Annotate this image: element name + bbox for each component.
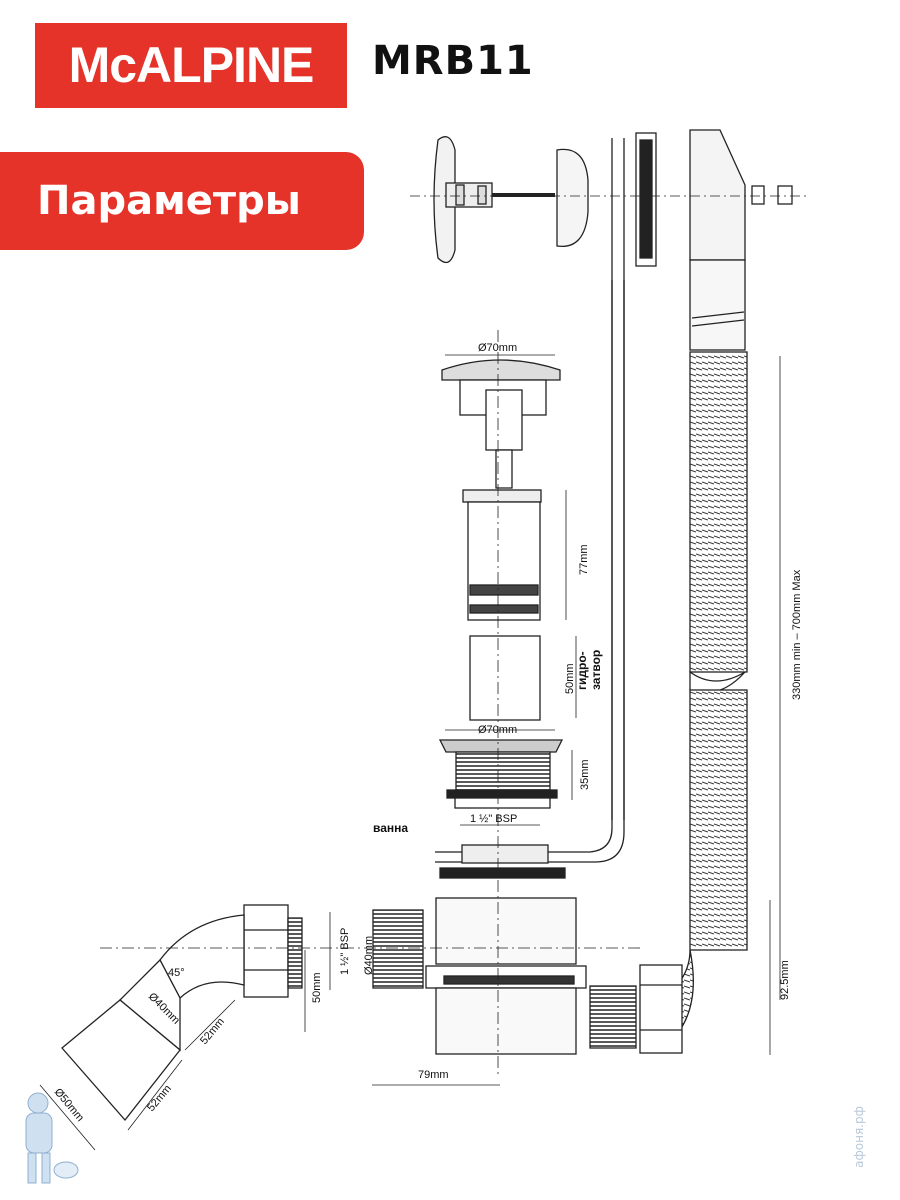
section-title: Параметры bbox=[37, 178, 301, 224]
label-trap-offset: 79mm bbox=[418, 1069, 449, 1081]
label-cap-diameter: Ø70mm bbox=[478, 342, 517, 354]
label-outlet-drop: 50mm bbox=[311, 972, 323, 1003]
label-trap-2: затвор bbox=[589, 650, 603, 690]
label-bath: ванна bbox=[373, 821, 408, 835]
trap-body bbox=[372, 897, 683, 1055]
label-outlet-height: 92.5mm bbox=[779, 960, 791, 1000]
waste-body bbox=[438, 739, 566, 879]
label-trap-height: 50mm bbox=[564, 663, 576, 694]
label-angle: 45° bbox=[168, 967, 185, 979]
label-waste-diameter: Ø70mm bbox=[478, 724, 517, 736]
elbow-pipe bbox=[61, 904, 303, 1122]
trap-sleeve bbox=[469, 635, 541, 721]
watermark: афоня.рф bbox=[852, 1090, 886, 1190]
watermark-text: афоня.рф bbox=[851, 1106, 866, 1168]
mascot-image bbox=[25, 1092, 79, 1184]
bath-wall bbox=[435, 280, 613, 853]
plug-assembly bbox=[441, 359, 561, 489]
flexible-hose bbox=[689, 351, 748, 673]
model-number: MRB11 bbox=[372, 38, 534, 84]
label-trap-1: гидро- bbox=[575, 651, 589, 690]
label-thread-size: 1 ½" BSP bbox=[470, 813, 517, 825]
label-hose-length: 330mm min – 700mm Max bbox=[791, 569, 803, 700]
label-elbow-length: 52mm bbox=[198, 1016, 227, 1047]
brand-logo-text: McALPINE bbox=[68, 37, 315, 93]
label-body-height: 77mm bbox=[578, 544, 590, 575]
label-thread-height: 35mm bbox=[579, 759, 591, 790]
brand-logo: McALPINE bbox=[35, 23, 347, 108]
label-outlet-diameter: Ø40mm bbox=[363, 936, 375, 975]
label-outlet-thread: 1 ½" BSP bbox=[339, 928, 351, 975]
plug-body bbox=[462, 489, 542, 621]
section-tab: Параметры bbox=[0, 152, 364, 250]
